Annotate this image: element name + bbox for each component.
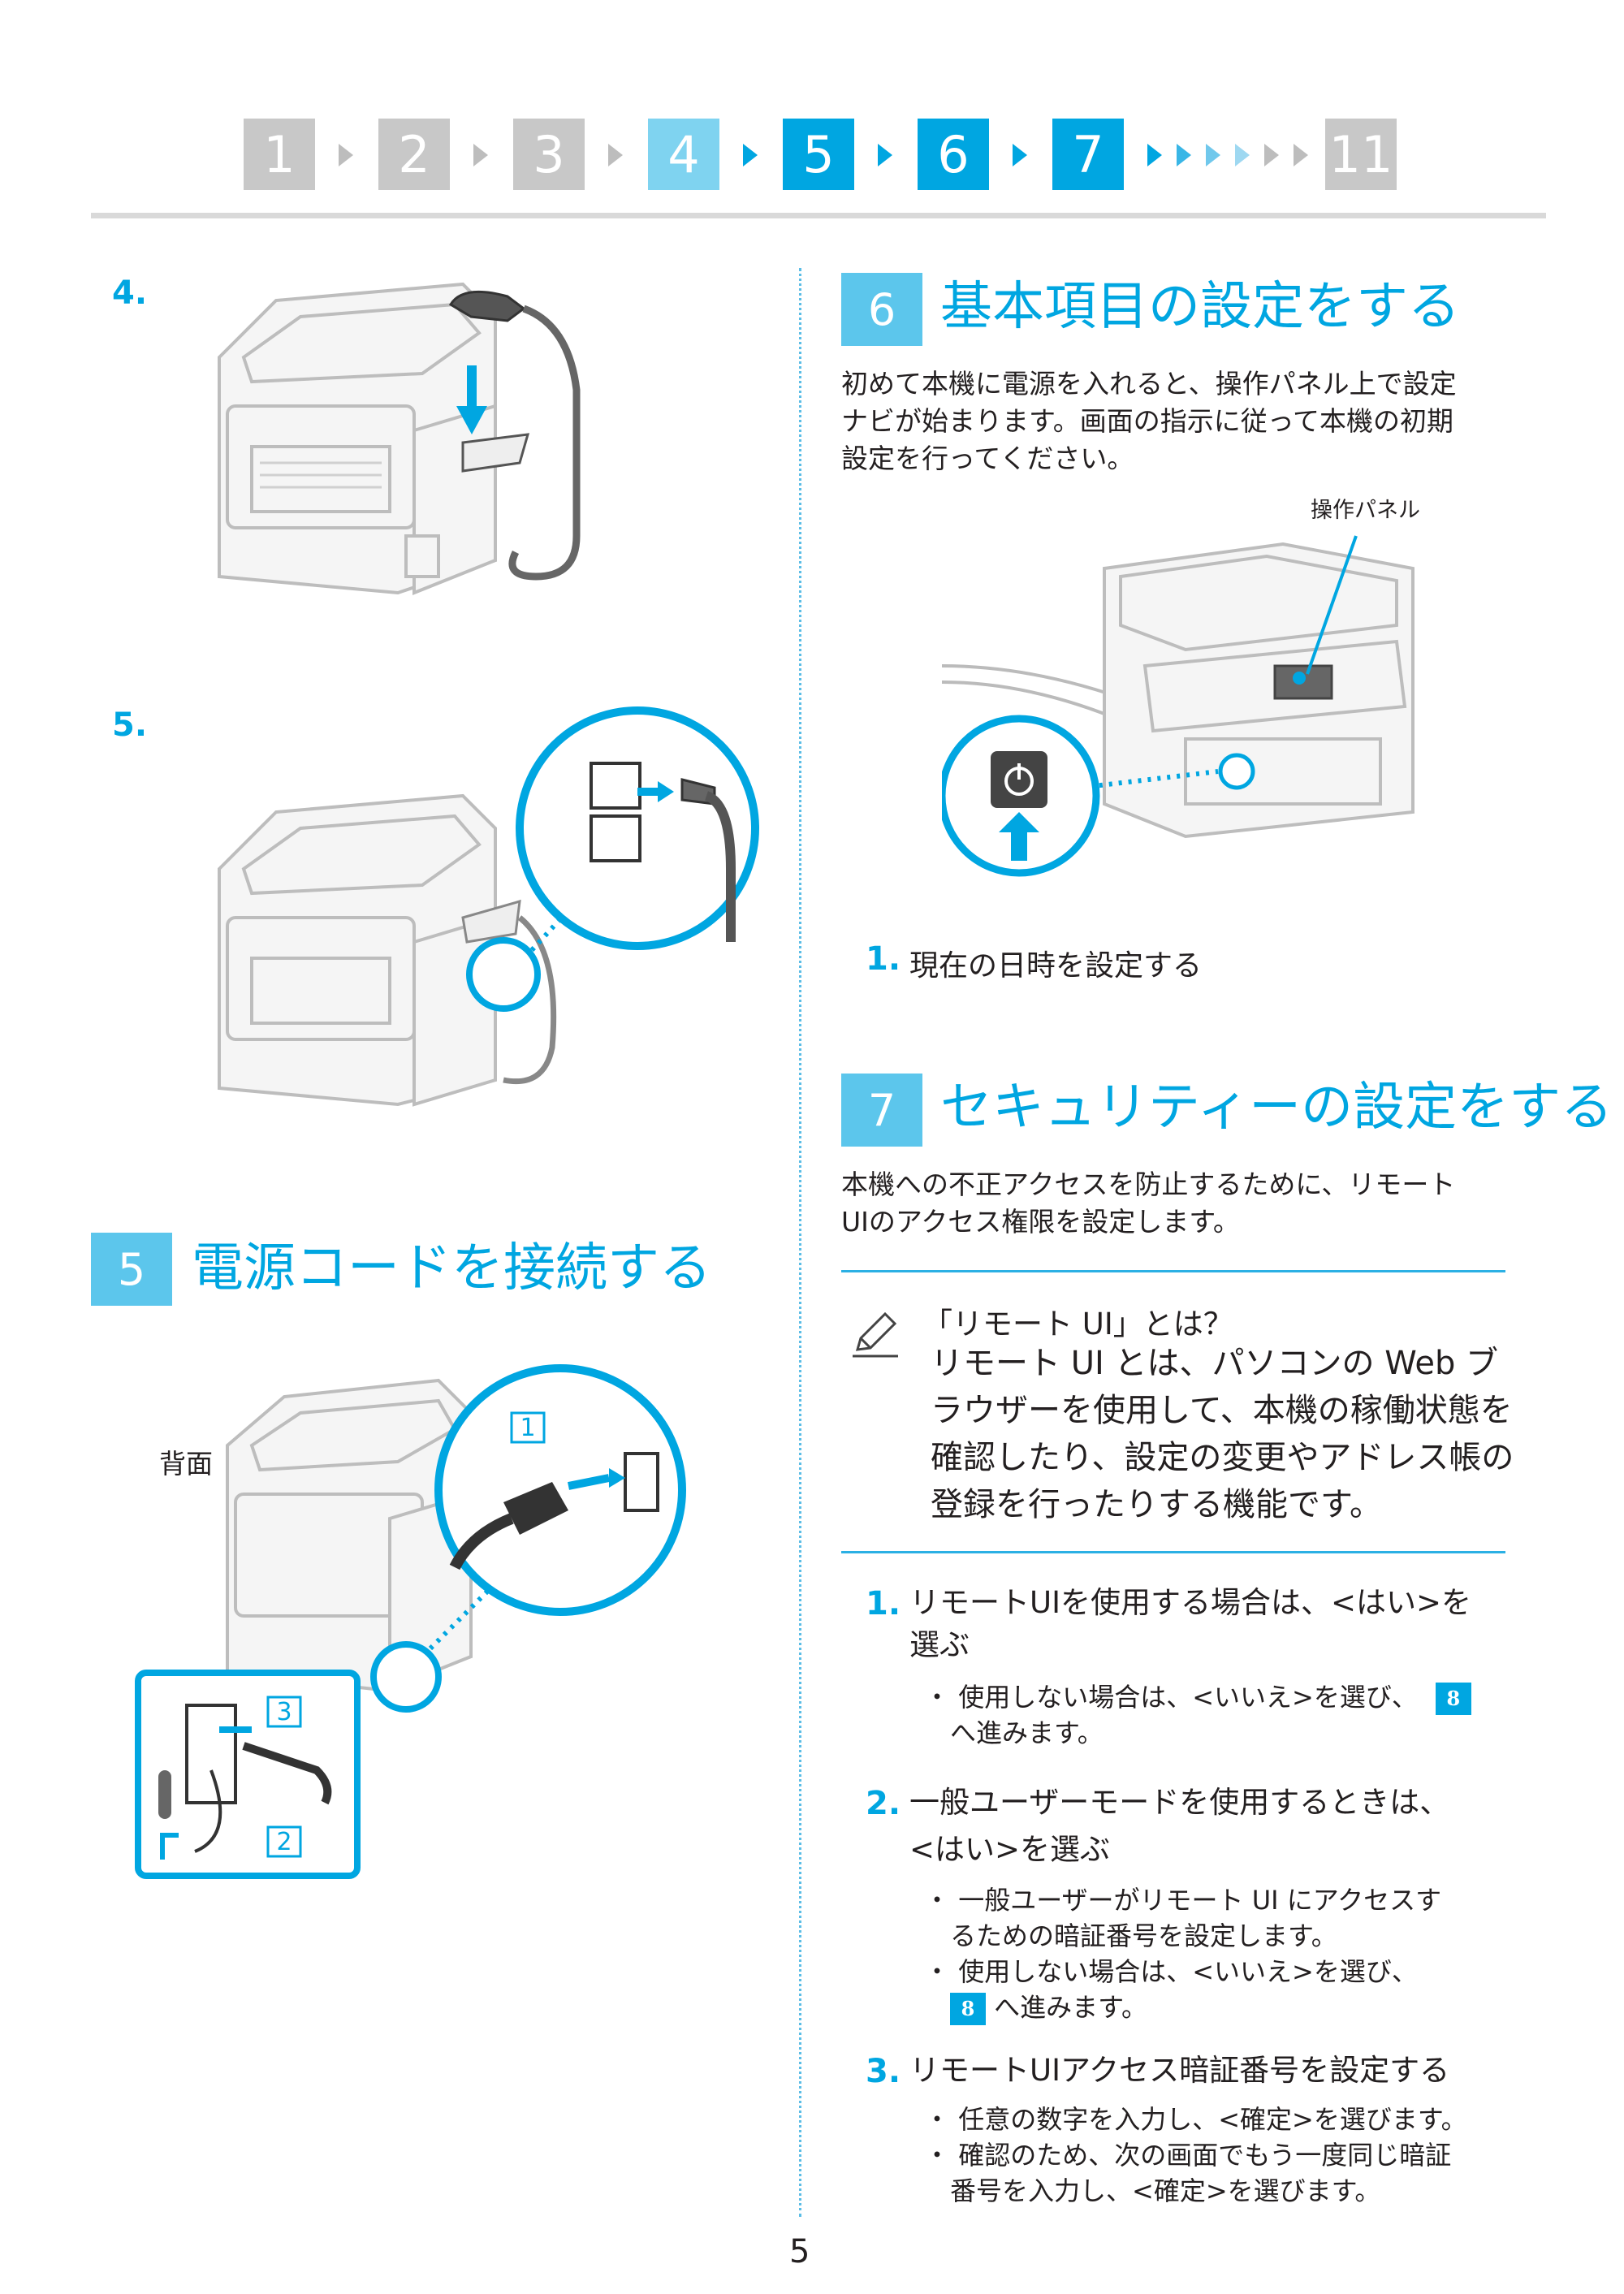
nav-arrow-icon: [1294, 144, 1308, 166]
header-divider: [91, 213, 1546, 218]
section-5-title: 電源コードを接続する: [192, 1238, 711, 1298]
section-5-number: 5: [91, 1233, 172, 1306]
nav-arrow-icon: [1013, 144, 1027, 166]
note-top-rule: [841, 1270, 1505, 1272]
page-number: 5: [789, 2233, 810, 2270]
nav-step-11[interactable]: 11: [1325, 119, 1397, 190]
nav-step-2[interactable]: 2: [378, 119, 450, 190]
step-number-5: 5.: [112, 706, 148, 744]
nav-arrow-icon: [743, 144, 758, 166]
note-body: リモート UI とは、パソコンの Web ブ ラウザーを使用して、本機の稼働状態…: [931, 1345, 1514, 1523]
nav-arrow-icon: [473, 144, 488, 166]
section-6-intro: 初めて本機に電源を入れると、操作パネル上で設定 ナビが始まります。画面の指示に従…: [841, 368, 1457, 474]
section-7-step-1-number: 1.: [866, 1585, 901, 1622]
section-7-step-2-text: 一般ユーザーモードを使用するときは、 <はい>を選ぶ: [909, 1785, 1450, 1867]
section-7-step-3-text: リモートUIアクセス暗証番号を設定する: [909, 2053, 1450, 2088]
section-7-step-2-bullets: ・ 一般ユーザーがリモート UI にアクセスす るための暗証番号を設定します。 …: [924, 1882, 1541, 2025]
nav-step-7[interactable]: 7: [1052, 119, 1124, 190]
section-7-step-2-number: 2.: [866, 1785, 901, 1822]
column-divider: [799, 268, 801, 2217]
section-7-title: セキュリティーの設定をする: [940, 1078, 1613, 1138]
nav-arrow-icon: [608, 144, 623, 166]
section-6-step-1-text: 現在の日時を設定する: [909, 949, 1203, 983]
section-6-number: 6: [841, 273, 922, 346]
section-7-step-3-number: 3.: [866, 2053, 901, 2090]
nav-arrow-icon: [1264, 144, 1279, 166]
step-number-4: 4.: [112, 274, 148, 312]
nav-step-5[interactable]: 5: [783, 119, 854, 190]
callout-3: 3: [276, 1698, 292, 1726]
section-7-step-3-bullets: ・ 任意の数字を入力し、<確定>を選びます。 ・ 確認のため、次の画面でもう一度…: [924, 2104, 1467, 2206]
section-7-step-1-bullet: ・ 使用しない場合は、<いいえ>を選び、8 へ進みます。: [924, 1679, 1541, 1751]
control-panel-label: 操作パネル: [1311, 498, 1420, 523]
nav-arrow-icon: [1147, 144, 1162, 166]
section-7-step-1-text: リモートUIを使用する場合は、<はい>を 選ぶ: [909, 1585, 1471, 1662]
section-7-intro: 本機への不正アクセスを防止するために、リモート UIのアクセス権限を設定します。: [841, 1169, 1456, 1238]
printer-phone-line-illustration: [218, 706, 759, 1107]
callout-1: 1: [520, 1414, 535, 1442]
ref-page-8-link[interactable]: 8: [1435, 1683, 1471, 1715]
printer-handset-illustration: [218, 282, 581, 595]
power-cord-illustration: 1 3 2: [135, 1364, 686, 1879]
nav-step-3[interactable]: 3: [513, 119, 585, 190]
note-bottom-rule: [841, 1551, 1505, 1553]
nav-step-1[interactable]: 1: [244, 119, 315, 190]
callout-2: 2: [276, 1828, 292, 1856]
note-heading: 「リモート UI」とは？: [922, 1307, 1233, 1341]
power-on-illustration: [942, 535, 1415, 877]
nav-step-4[interactable]: 4: [648, 119, 719, 190]
nav-arrow-icon: [1235, 144, 1250, 166]
nav-arrow-icon: [1206, 144, 1220, 166]
ref-page-8-link[interactable]: 8: [950, 1993, 986, 2025]
nav-arrow-icon: [339, 144, 353, 166]
pencil-note-icon: [853, 1311, 898, 1358]
section-6-title: 基本項目の設定をする: [940, 277, 1460, 337]
rear-label: 背面: [159, 1448, 213, 1480]
nav-arrow-icon: [1177, 144, 1191, 166]
section-6-step-1-number: 1.: [866, 940, 901, 978]
nav-step-6[interactable]: 6: [918, 119, 989, 190]
nav-arrow-icon: [878, 144, 892, 166]
section-7-number: 7: [841, 1074, 922, 1147]
